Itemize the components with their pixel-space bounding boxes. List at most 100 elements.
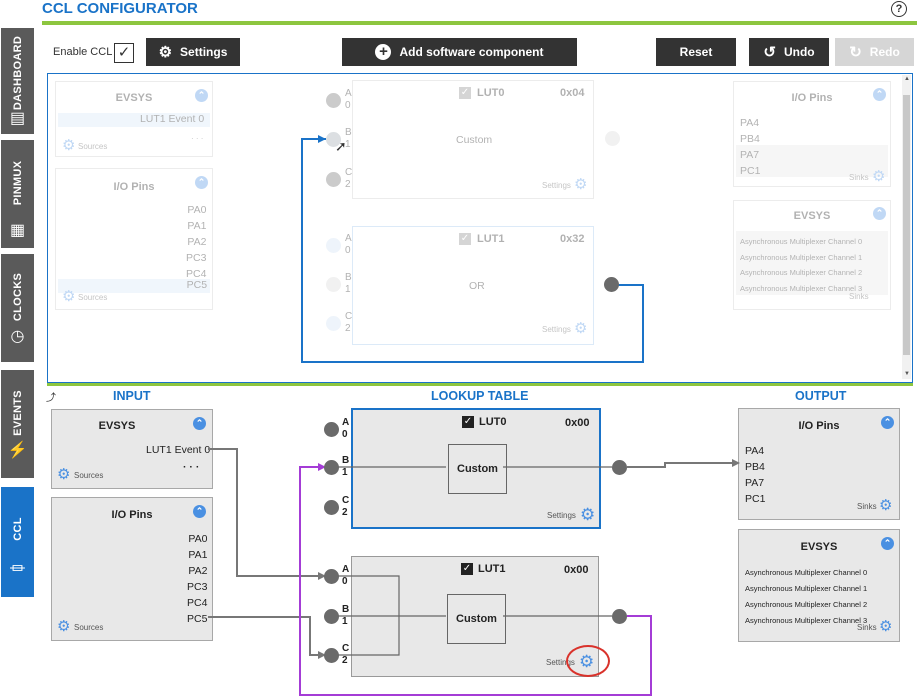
sources-gear-icon[interactable]: ⚙ xyxy=(62,137,76,154)
sinks-gear-icon[interactable]: ⚙ xyxy=(879,497,893,514)
chevron-up-icon[interactable]: ⌃ xyxy=(195,176,208,189)
tab-ccl[interactable]: CCL ⏛ xyxy=(1,487,34,597)
tab-pinmux[interactable]: PINMUX ▦ xyxy=(1,140,34,248)
list-item[interactable]: PA7 xyxy=(740,149,760,161)
overview-lut1-port-a[interactable] xyxy=(326,238,341,253)
list-item[interactable]: PA2 xyxy=(187,236,207,248)
chevron-up-icon[interactable]: ⌃ xyxy=(195,89,208,102)
tab-events[interactable]: EVENTS ⚡ xyxy=(1,370,34,478)
list-item[interactable]: PA0 xyxy=(188,533,208,545)
list-item[interactable]: PA2 xyxy=(188,565,208,577)
sources-gear-icon[interactable]: ⚙ xyxy=(57,618,71,635)
lut0-port-b[interactable] xyxy=(324,460,339,475)
sources-gear-icon[interactable]: ⚙ xyxy=(62,288,76,305)
overview-lut0-box[interactable]: ✓ LUT0 0x04 Custom Settings ⚙ xyxy=(352,80,594,199)
output-evsys-list: Asynchronous Multiplexer Channel 0 Async… xyxy=(745,565,867,629)
overview-lut0-checkbox[interactable]: ✓ xyxy=(459,87,471,99)
list-item[interactable]: PA7 xyxy=(745,477,765,489)
tab-clocks[interactable]: CLOCKS ◷ xyxy=(1,254,34,362)
overview-input-evsys-box[interactable]: EVSYS ⌃ LUT1 Event 0 · · · ⚙ Sources xyxy=(55,81,213,157)
lut-settings-gear-icon[interactable]: ⚙ xyxy=(574,176,588,193)
scroll-down-icon[interactable]: ▼ xyxy=(904,371,910,377)
add-software-component-button[interactable]: + Add software component xyxy=(342,38,577,66)
lut0-output-port[interactable] xyxy=(612,460,627,475)
list-item[interactable]: PC4 xyxy=(187,597,208,609)
overview-input-io-box[interactable]: I/O Pins ⌃ PA0 PA1 PA2 PC3 PC4 PC5 ⚙ Sou… xyxy=(55,168,213,310)
list-item[interactable]: Asynchronous Multiplexer Channel 1 xyxy=(745,584,868,593)
undo-button[interactable]: ↺ Undo xyxy=(749,38,829,66)
list-item[interactable]: PA1 xyxy=(188,549,208,561)
help-icon[interactable]: ? xyxy=(891,1,907,17)
lut1-port-a[interactable] xyxy=(324,569,339,584)
chevron-up-icon[interactable]: ⌃ xyxy=(881,537,894,550)
list-item[interactable]: PA4 xyxy=(745,445,765,457)
overview-output-io-box[interactable]: I/O Pins ⌃ PA4 PB4 PA7 PC1 Sinks ⚙ xyxy=(733,81,891,187)
overview-lut1-output-port[interactable] xyxy=(604,277,619,292)
overview-lut1-checkbox[interactable]: ✓ xyxy=(459,233,471,245)
overview-lut0-port-b[interactable] xyxy=(326,132,341,147)
overview-panel[interactable] xyxy=(47,73,913,383)
tab-dashboard[interactable]: DASHBOARD ▤ xyxy=(1,28,34,134)
input-evsys-box[interactable]: EVSYS ⌃ LUT1 Event 0 · · · ⚙ Sources xyxy=(51,409,213,489)
lut0-code: 0x00 xyxy=(565,417,590,429)
list-item[interactable]: Asynchronous Multiplexer Channel 0 xyxy=(745,568,868,577)
overview-lut1-port-c[interactable] xyxy=(326,316,341,331)
list-item[interactable]: PC4 xyxy=(186,268,207,280)
sinks-gear-icon[interactable]: ⚙ xyxy=(879,618,893,635)
link-icon[interactable]: ⤴ xyxy=(46,393,56,404)
lut0-box[interactable]: ✓ LUT0 0x00 Custom Settings ⚙ xyxy=(351,408,601,529)
input-evsys-item[interactable]: LUT1 Event 0 xyxy=(146,444,211,456)
lut1-enable-checkbox[interactable]: ✓ xyxy=(461,563,473,575)
lut1-port-c[interactable] xyxy=(324,648,339,663)
chevron-up-icon[interactable]: ⌃ xyxy=(873,88,886,101)
sinks-gear-icon[interactable]: ⚙ xyxy=(872,168,886,185)
overview-lut0-port-a[interactable] xyxy=(326,93,341,108)
overview-lut0-output-port[interactable] xyxy=(605,131,620,146)
list-item[interactable]: Asynchronous Multiplexer Channel 2 xyxy=(745,600,868,609)
scroll-up-icon[interactable]: ▲ xyxy=(904,76,910,82)
list-item[interactable]: PC5 xyxy=(58,279,210,293)
lut-settings-gear-icon[interactable]: ⚙ xyxy=(580,505,596,524)
overview-output-evsys-box[interactable]: EVSYS ⌃ Asynchronous Multiplexer Channel… xyxy=(733,200,891,310)
overview-lut1-box[interactable]: ✓ LUT1 0x32 OR Settings ⚙ xyxy=(352,226,594,345)
list-item[interactable]: PC1 xyxy=(745,493,766,505)
enable-ccl-checkbox[interactable]: ✓ xyxy=(114,43,134,63)
list-item[interactable]: PB4 xyxy=(745,461,765,473)
overview-lut1-port-b[interactable] xyxy=(326,277,341,292)
list-item[interactable]: Asynchronous Multiplexer Channel 3 xyxy=(740,283,863,293)
list-item[interactable]: PC3 xyxy=(187,581,208,593)
lut1-port-b[interactable] xyxy=(324,609,339,624)
list-item[interactable]: PC5 xyxy=(187,613,208,625)
lut1-function-box[interactable]: Custom xyxy=(447,594,506,644)
chevron-up-icon[interactable]: ⌃ xyxy=(881,416,894,429)
list-item[interactable]: Asynchronous Multiplexer Channel 0 xyxy=(740,237,863,246)
list-item[interactable]: Asynchronous Multiplexer Channel 3 xyxy=(745,616,868,625)
lut0-port-a[interactable] xyxy=(324,422,339,437)
chevron-up-icon[interactable]: ⌃ xyxy=(193,505,206,518)
sources-gear-icon[interactable]: ⚙ xyxy=(57,466,71,483)
overview-scrollbar-thumb[interactable] xyxy=(903,95,910,355)
overview-lut0-port-c[interactable] xyxy=(326,172,341,187)
lut0-enable-checkbox[interactable]: ✓ xyxy=(462,416,474,428)
chevron-up-icon[interactable]: ⌃ xyxy=(193,417,206,430)
lut0-function-box[interactable]: Custom xyxy=(448,444,507,494)
lut0-port-c[interactable] xyxy=(324,500,339,515)
list-item[interactable]: PC3 xyxy=(186,252,207,264)
chevron-up-icon[interactable]: ⌃ xyxy=(873,207,886,220)
redo-button[interactable]: ↻ Redo xyxy=(835,38,914,66)
input-io-box[interactable]: I/O Pins ⌃ PA0 PA1 PA2 PC3 PC4 PC5 ⚙ Sou… xyxy=(51,497,213,641)
list-item[interactable]: PA4 xyxy=(740,117,760,129)
lut-settings-gear-icon[interactable]: ⚙ xyxy=(574,320,588,337)
output-evsys-box[interactable]: EVSYS ⌃ Asynchronous Multiplexer Channel… xyxy=(738,529,900,642)
lut1-output-port[interactable] xyxy=(612,609,627,624)
overview-input-evsys-item[interactable]: LUT1 Event 0 xyxy=(58,113,210,127)
list-item[interactable]: PB4 xyxy=(740,133,760,145)
output-io-box[interactable]: I/O Pins ⌃ PA4 PB4 PA7 PC1 Sinks ⚙ xyxy=(738,408,900,520)
list-item[interactable]: PA0 xyxy=(187,204,207,216)
list-item[interactable]: Asynchronous Multiplexer Channel 2 xyxy=(740,268,863,277)
list-item[interactable]: PA1 xyxy=(187,220,207,232)
list-item[interactable]: Asynchronous Multiplexer Channel 1 xyxy=(740,252,863,262)
list-item[interactable]: PC1 xyxy=(740,165,761,177)
settings-button[interactable]: ⚙ Settings xyxy=(146,38,240,66)
reset-button[interactable]: Reset xyxy=(656,38,736,66)
